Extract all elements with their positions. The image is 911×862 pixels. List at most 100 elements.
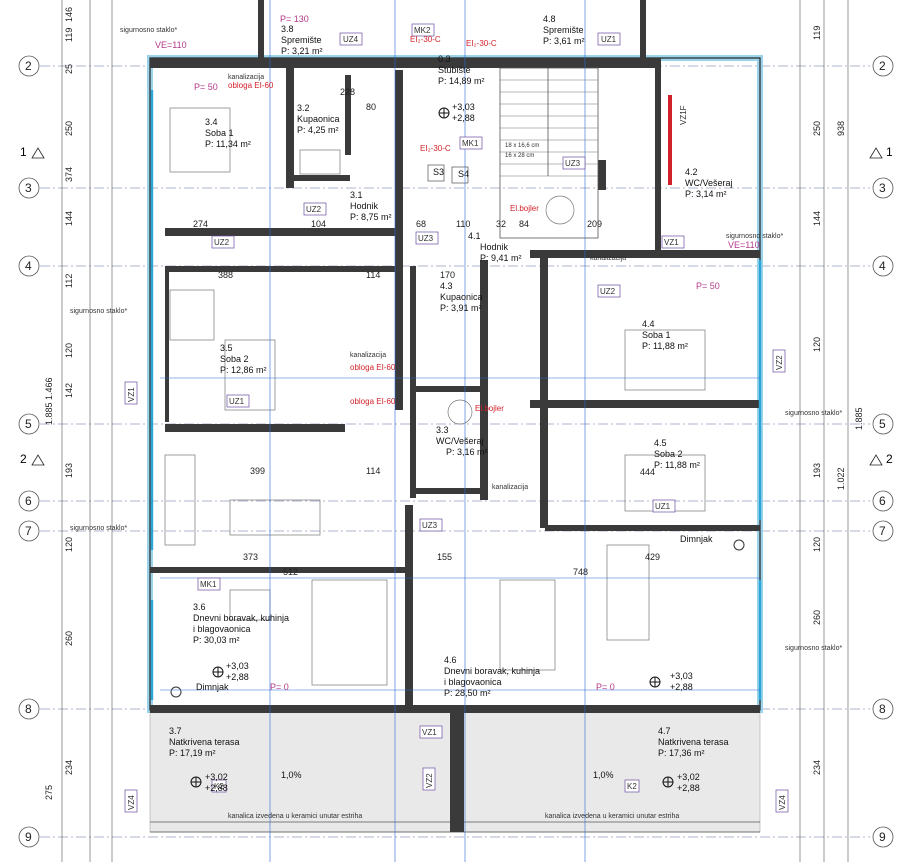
svg-text:3.4: 3.4 [205,117,218,127]
element-tags: UZ4 MK2 UZ1 UZ2 UZ2 UZ3 MK1 UZ3 VZ1 UZ2 … [124,23,789,813]
svg-text:429: 429 [645,552,660,562]
svg-text:4.1: 4.1 [468,231,481,241]
svg-text:S4: S4 [458,169,469,179]
svg-text:144: 144 [64,211,74,226]
svg-text:Natkrivena terasa: Natkrivena terasa [658,737,729,747]
svg-text:120: 120 [812,337,822,352]
svg-text:P: 17,19 m²: P: 17,19 m² [169,748,216,758]
svg-text:Soba 1: Soba 1 [205,128,234,138]
svg-text:EI₂-30-C: EI₂-30-C [410,35,441,44]
interior-walls [150,0,760,713]
svg-text:110: 110 [456,219,470,229]
svg-text:MK1: MK1 [462,139,479,148]
grid-label: 7 [879,524,886,538]
svg-text:3.3: 3.3 [436,425,449,435]
svg-text:114: 114 [366,270,380,280]
svg-text:142: 142 [64,383,74,398]
svg-text:3.8: 3.8 [281,24,294,34]
grid-label: 3 [879,181,886,195]
svg-text:P= 130: P= 130 [280,14,309,24]
svg-text:K2: K2 [627,782,637,791]
svg-text:170: 170 [440,270,455,280]
svg-text:374: 374 [64,167,74,182]
svg-text:0.3: 0.3 [438,54,451,64]
grid-label: 7 [25,524,32,538]
svg-text:MK2: MK2 [414,26,431,35]
svg-text:UZ4: UZ4 [343,35,359,44]
svg-text:193: 193 [812,463,822,478]
svg-text:S3: S3 [433,167,444,177]
svg-text:938: 938 [836,121,846,136]
svg-text:68: 68 [416,219,426,229]
svg-text:i blagovaonica: i blagovaonica [444,677,502,687]
svg-text:146: 146 [64,7,74,22]
svg-text:EI₂-30-C: EI₂-30-C [420,144,451,153]
svg-text:UZ1: UZ1 [655,502,671,511]
svg-text:4.3: 4.3 [440,281,453,291]
svg-text:MK1: MK1 [200,580,217,589]
svg-text:obloga EI-60: obloga EI-60 [350,397,396,406]
svg-text:228: 228 [340,87,355,97]
svg-text:Soba 1: Soba 1 [642,330,671,340]
svg-text:1.022: 1.022 [836,467,846,490]
svg-text:kanalizacija: kanalizacija [590,255,626,262]
svg-text:4.4: 4.4 [642,319,655,329]
svg-text:kanalizacija: kanalizacija [228,74,264,81]
svg-text:25: 25 [64,64,74,74]
svg-text:+2,88: +2,88 [205,783,228,793]
svg-text:399: 399 [250,466,265,476]
grid-label: 6 [879,494,886,508]
svg-text:+3,03: +3,03 [670,671,693,681]
svg-text:144: 144 [812,211,822,226]
svg-text:388: 388 [218,270,233,280]
svg-text:obloga EI-60: obloga EI-60 [228,81,274,90]
svg-text:112: 112 [64,274,74,288]
svg-text:275: 275 [44,785,54,800]
svg-text:kanalica izvedena u keramici u: kanalica izvedena u keramici unutar estr… [228,813,362,820]
svg-text:114: 114 [366,466,380,476]
svg-text:kanalizacija: kanalizacija [492,484,528,491]
svg-text:P: 30,03 m²: P: 30,03 m² [193,635,240,645]
svg-text:+3,03: +3,03 [226,661,249,671]
level-marks: 1 2 1 2 [20,145,893,466]
svg-text:260: 260 [64,631,74,646]
svg-text:260: 260 [812,610,822,625]
svg-text:El.bojler: El.bojler [510,204,539,213]
triangle-icon [31,147,45,159]
svg-text:+2,88: +2,88 [226,672,249,682]
svg-text:P: 12,86 m²: P: 12,86 m² [220,365,267,375]
svg-text:VZ2: VZ2 [775,355,784,370]
svg-text:+2,88: +2,88 [452,113,475,123]
dimension-strip-right: 119 250 938 144 120 1.022 1.885 193 120 … [799,0,864,862]
svg-text:P: 11,34 m²: P: 11,34 m² [205,139,251,149]
svg-text:UZ3: UZ3 [418,234,434,243]
grid-label: 8 [879,702,886,716]
grid-label: 2 [879,59,886,73]
svg-text:P: 4,25 m²: P: 4,25 m² [297,125,339,135]
svg-text:1,0%: 1,0% [593,770,614,780]
svg-text:VZ4: VZ4 [778,795,787,810]
svg-text:+2,88: +2,88 [677,783,700,793]
terrace-zone [149,711,761,833]
svg-text:WC/Vešeraj: WC/Vešeraj [685,178,733,188]
svg-text:1.466: 1.466 [44,377,54,400]
level-markers: +3,03 +2,88 +3,03 +2,88 +3,03 +2,88 +3,0… [190,102,700,793]
svg-text:P: 11,88 m²: P: 11,88 m² [654,460,700,470]
svg-text:4.2: 4.2 [685,167,698,177]
grid-label: 3 [25,181,32,195]
svg-text:UZ2: UZ2 [214,238,230,247]
level-mark-label: 2 [886,452,893,466]
svg-text:Dnevni boravak, kuhinja: Dnevni boravak, kuhinja [193,613,289,623]
svg-text:3.5: 3.5 [220,343,233,353]
svg-text:80: 80 [366,102,376,112]
svg-text:1,0%: 1,0% [281,770,302,780]
